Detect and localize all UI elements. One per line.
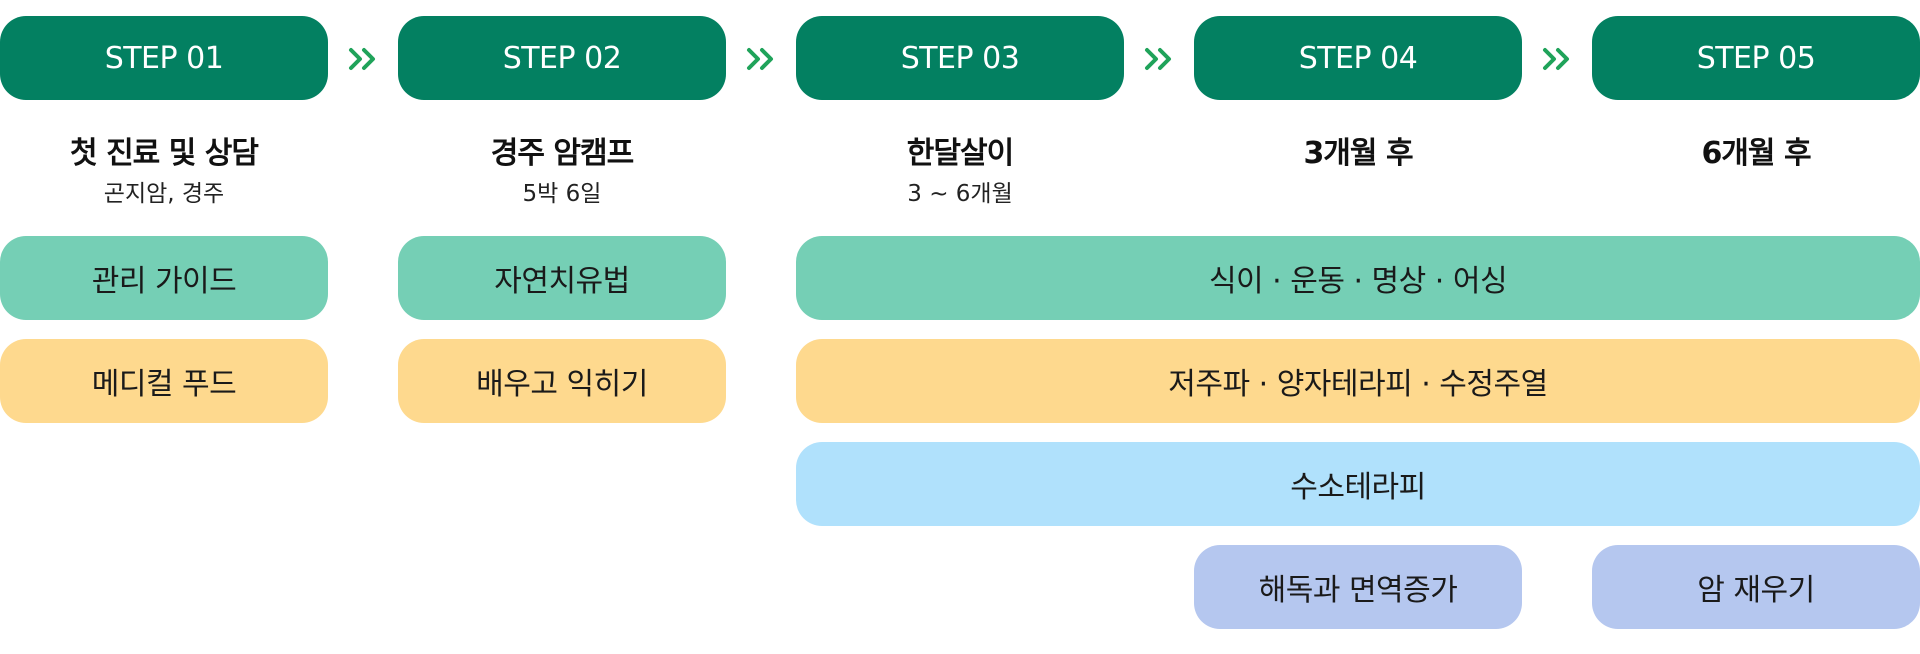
step-01-subtitle: 곤지암, 경주	[103, 181, 225, 207]
step-02-subtitle: 5박 6일	[522, 181, 602, 207]
program-label: 수소테라피	[1290, 470, 1426, 505]
program-natural-healing: 자연치유법	[398, 236, 726, 320]
step-03-header: STEP 03	[796, 16, 1124, 100]
step-02-label: STEP 02	[502, 40, 622, 76]
program-label: 자연치유법	[494, 264, 630, 299]
program-label: 해독과 면역증가	[1258, 573, 1458, 608]
step-03-subtitle: 3 ~ 6개월	[907, 181, 1013, 207]
program-cancer-dormancy: 암 재우기	[1592, 545, 1920, 629]
program-diet-exercise-meditation-earthing: 식이 · 운동 · 명상 · 어싱	[796, 236, 1920, 320]
program-label: 암 재우기	[1697, 573, 1815, 608]
program-label: 관리 가이드	[91, 264, 237, 299]
step-02-title: 경주 암캠프	[490, 136, 634, 171]
step-04-title: 3개월 후	[1303, 136, 1413, 171]
step-03-title: 한달살이	[906, 136, 1014, 171]
step-02-header: STEP 02	[398, 16, 726, 100]
step-01-label: STEP 01	[104, 40, 224, 76]
program-management-guide: 관리 가이드	[0, 236, 328, 320]
step-05-title: 6개월 후	[1701, 136, 1811, 171]
double-chevron-right-icon	[747, 48, 773, 70]
step-01-title: 첫 진료 및 상담	[70, 136, 259, 171]
step-03-label: STEP 03	[900, 40, 1020, 76]
program-label: 배우고 익히기	[476, 367, 648, 402]
double-chevron-right-icon	[1543, 48, 1569, 70]
program-label: 메디컬 푸드	[91, 367, 237, 402]
step-01-header: STEP 01	[0, 16, 328, 100]
step-05-label: STEP 05	[1696, 40, 1816, 76]
program-label: 저주파 · 양자테라피 · 수정주열	[1168, 367, 1548, 402]
program-detox-immunity: 해독과 면역증가	[1194, 545, 1522, 629]
double-chevron-right-icon	[349, 48, 375, 70]
step-04-label: STEP 04	[1298, 40, 1418, 76]
step-05-header: STEP 05	[1592, 16, 1920, 100]
double-chevron-right-icon	[1145, 48, 1171, 70]
program-hydrogen-therapy: 수소테라피	[796, 442, 1920, 526]
program-label: 식이 · 운동 · 명상 · 어싱	[1208, 264, 1508, 299]
program-learn-practice: 배우고 익히기	[398, 339, 726, 423]
program-medical-food: 메디컬 푸드	[0, 339, 328, 423]
program-low-frequency-quantum-therapy: 저주파 · 양자테라피 · 수정주열	[796, 339, 1920, 423]
step-04-header: STEP 04	[1194, 16, 1522, 100]
